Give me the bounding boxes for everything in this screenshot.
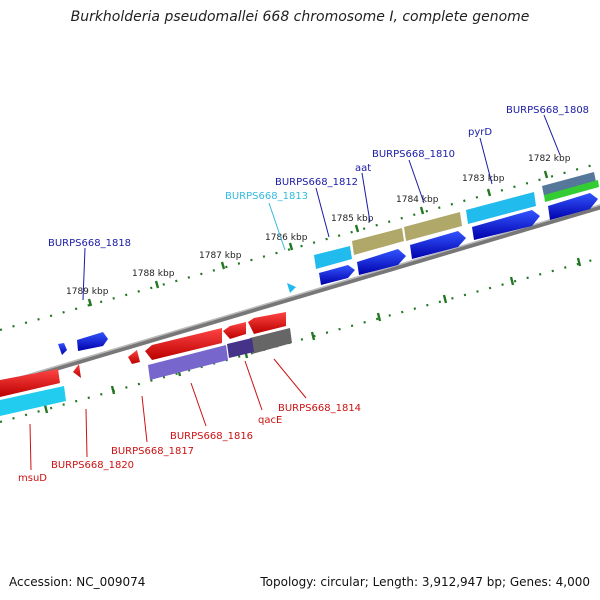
gene-label[interactable]: BURPS668_1813 [225, 191, 308, 202]
map-title: Burkholderia pseudomallei 668 chromosome… [70, 9, 530, 25]
tick-label: 1787 kbp [199, 251, 242, 261]
gene-pyrd[interactable] [472, 210, 540, 240]
tick-label: 1783 kbp [462, 174, 505, 184]
gene-burps668-1818[interactable] [77, 332, 108, 351]
gene-aat[interactable] [357, 249, 406, 275]
tick-label: 1789 kbp [66, 287, 109, 297]
gene-label[interactable]: BURPS668_1816 [170, 431, 253, 442]
gene-label[interactable]: BURPS668_1814 [278, 403, 361, 414]
gene-label[interactable]: qacE [258, 415, 282, 426]
tick-label: 1785 kbp [331, 214, 374, 224]
reverse-label-leaders [29, 358, 307, 471]
tick-label: 1786 kbp [265, 233, 308, 243]
reverse-gene-labels: BURPS668_1814 qacE BURPS668_1816 BURPS66… [18, 403, 361, 484]
gene-burps668-1810[interactable] [410, 231, 466, 259]
tick-label: 1788 kbp [132, 269, 175, 279]
forward-cds [314, 172, 599, 269]
gene-burps668-1820[interactable] [73, 364, 81, 378]
accession-label: Accession: NC_009074 [9, 575, 146, 589]
reverse-genes [0, 312, 286, 397]
tick-label: 1784 kbp [396, 195, 439, 205]
chromosome-backbone [0, 204, 600, 388]
topology-label: Topology: circular; Length: 3,912,947 bp… [260, 575, 590, 589]
gene-label[interactable]: BURPS668_1817 [111, 446, 194, 457]
gene-burps668-1813[interactable] [287, 283, 296, 293]
gene-label[interactable]: BURPS668_1818 [48, 238, 131, 249]
gene-label[interactable]: msuD [18, 473, 47, 484]
gene-qace[interactable] [223, 322, 246, 339]
gene-label[interactable]: pyrD [468, 127, 492, 138]
gene-label[interactable]: BURPS668_1808 [506, 105, 589, 116]
tick-labels: 1782 kbp 1783 kbp 1784 kbp 1785 kbp 1786… [66, 154, 571, 297]
forward-major-ticks [87, 170, 549, 307]
gene-burps668-1808[interactable] [548, 193, 598, 220]
gene-burps668-1812[interactable] [319, 265, 355, 285]
chromosome-backbone-highlight [0, 204, 600, 384]
label-leader-1813 [268, 202, 286, 251]
gene-burps668-1814[interactable] [248, 312, 286, 334]
gene-burps668-1817[interactable] [128, 350, 140, 364]
reverse-cds [0, 328, 292, 416]
gene-small-forward[interactable] [58, 343, 67, 355]
tick-label: 1782 kbp [528, 154, 571, 164]
gene-burps668-1816[interactable] [145, 328, 222, 360]
gene-label[interactable]: BURPS668_1812 [275, 177, 358, 188]
reverse-major-ticks [43, 257, 582, 414]
forward-genes [58, 193, 598, 355]
gene-label[interactable]: BURPS668_1810 [372, 149, 455, 160]
gene-label[interactable]: aat [355, 163, 371, 174]
forward-label-leaders [82, 114, 561, 301]
forward-gene-labels: BURPS668_1808 pyrD BURPS668_1810 aat BUR… [48, 105, 589, 249]
gene-label[interactable]: BURPS668_1820 [51, 460, 134, 471]
gene-msud[interactable] [0, 369, 60, 397]
